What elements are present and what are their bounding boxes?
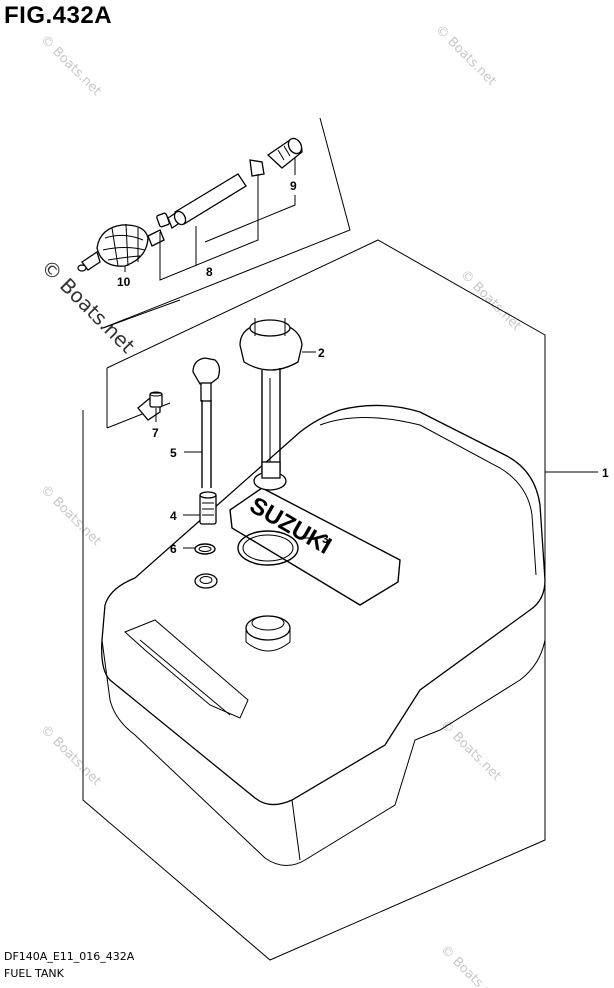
callouts: 1 2 3 4 5 6 7 8 9 10 [117, 179, 609, 556]
figure-name: FUEL TANK [4, 967, 64, 980]
callout-10: 10 [117, 275, 131, 289]
watermark-7: © Boats.net [437, 717, 504, 784]
callout-1: 1 [602, 466, 609, 480]
watermark-6: © Boats.net [37, 722, 104, 789]
callout-3: 3 [322, 532, 329, 546]
fuel-gauge-part2 [239, 318, 303, 479]
primer-bulb-part10 [96, 224, 149, 267]
hose-assembly [77, 137, 303, 272]
connector-part7 [137, 391, 163, 421]
callout-9: 9 [290, 179, 297, 193]
suction-pipe-part5 [192, 357, 221, 488]
callout-7: 7 [152, 426, 159, 440]
callout-5: 5 [170, 446, 177, 460]
watermark-1: © Boats.net [37, 32, 104, 99]
o-ring-part6 [194, 543, 216, 555]
tank-port [194, 573, 218, 589]
watermark-8: © Boats.net [437, 942, 504, 988]
callout-8: 8 [206, 265, 213, 279]
leader-lines [124, 158, 598, 549]
fuel-tank: SUZUKI [101, 404, 546, 866]
figure-title: FIG.432A [4, 2, 113, 29]
gasket-ring-part3 [237, 530, 299, 566]
fuel-cap [245, 615, 291, 641]
hose-group-box [102, 117, 351, 329]
watermark-4: © Boats.net [37, 482, 104, 549]
callout-4: 4 [170, 509, 177, 523]
callout-2: 2 [318, 346, 325, 360]
callout-6: 6 [170, 542, 177, 556]
filter-part4 [199, 491, 217, 525]
watermark-2: © Boats.net [432, 22, 499, 89]
figure-code: DF140A_E11_016_432A [4, 950, 135, 963]
watermark-3: © Boats.net [457, 267, 524, 334]
